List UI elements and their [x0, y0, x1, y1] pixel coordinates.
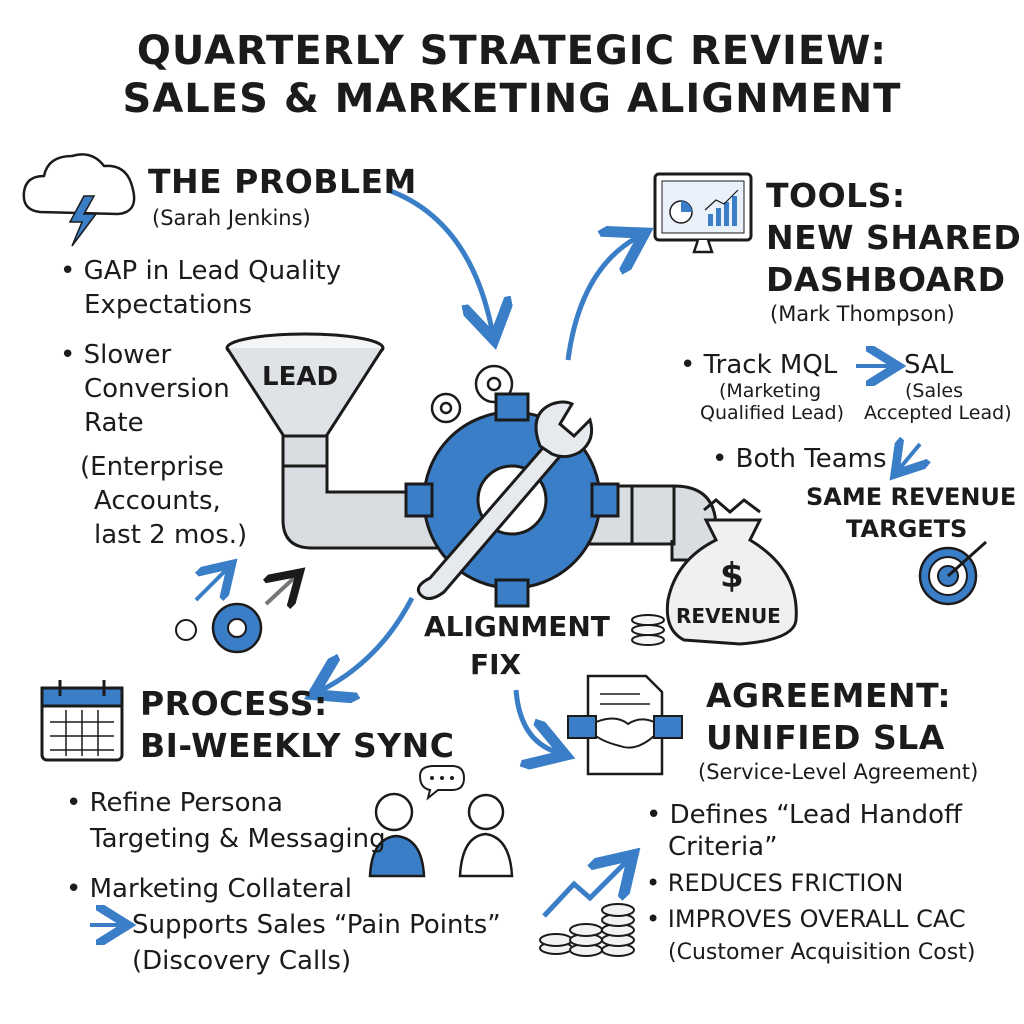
- both-teams-arrow: [900, 444, 920, 468]
- funnel-icon: [225, 332, 385, 468]
- people-chat-icon: [368, 765, 514, 878]
- problem-bullet-1-line-2: Expectations: [84, 290, 253, 320]
- title-line-2: SALES & MARKETING ALIGNMENT: [122, 76, 902, 122]
- problem-bullet-2-line-2: Conversion: [84, 374, 230, 404]
- process-bullet-1-line-1: • Refine Persona: [66, 788, 283, 818]
- problem-bullet-2-line-6: last 2 mos.): [94, 520, 248, 550]
- agreement-bullet-1-line-2: Criteria”: [668, 832, 778, 862]
- process-heading-line-2: BI-WEEKLY SYNC: [140, 726, 455, 765]
- tools-heading-line-1: TOOLS:: [766, 176, 906, 215]
- tools-heading-line-3: DASHBOARD: [766, 260, 1006, 299]
- title-line-1: QUARTERLY STRATEGIC REVIEW:: [136, 28, 888, 74]
- agreement-bullet-3-line-1: • IMPROVES OVERALL CAC: [646, 905, 966, 933]
- problem-bullet-2-line-5: Accounts,: [94, 486, 221, 516]
- arrow-fix-to-agreement: [513, 689, 556, 752]
- target-icon: [918, 540, 988, 606]
- monitor-chart-icon: [653, 172, 753, 254]
- gear-icon: [175, 602, 263, 654]
- money-bag-icon: [631, 498, 798, 646]
- agreement-bullet-3-line-2: (Customer Acquisition Cost): [668, 940, 976, 965]
- agreement-bullet-1-line-1: • Defines “Lead Handoff: [646, 800, 962, 830]
- calendar-icon: [40, 680, 124, 762]
- growth-coins-icon: [539, 862, 634, 957]
- tools-both-teams: • Both Teams: [712, 444, 887, 474]
- storm-cloud-icon: [22, 153, 136, 247]
- bag-dollar-symbol: $: [720, 556, 744, 596]
- fix-label-line-1: ALIGNMENT: [424, 610, 610, 643]
- process-bullet-2-line-1: • Marketing Collateral: [66, 874, 352, 904]
- tools-targets-line-1: SAME REVENUE: [806, 483, 1017, 511]
- problem-bullet-1-line-1: • GAP in Lead Quality: [60, 256, 342, 286]
- growth-arrow-gray: [266, 578, 294, 604]
- tools-heading-line-2: NEW SHARED: [766, 218, 1022, 257]
- agreement-heading-line-2: UNIFIED SLA: [706, 718, 945, 757]
- agreement-heading-line-1: AGREEMENT:: [706, 676, 952, 715]
- arrow-fix-to-process: [322, 596, 415, 690]
- funnel-label: LEAD: [262, 362, 339, 392]
- arrow-problem-to-fix: [387, 187, 492, 330]
- gear-icon: [430, 364, 514, 424]
- agreement-bullet-2: • REDUCES FRICTION: [646, 869, 904, 897]
- tools-owner: (Mark Thompson): [770, 302, 955, 326]
- bag-label: REVENUE: [676, 604, 781, 628]
- arrow-fix-to-tools: [565, 238, 636, 361]
- handshake-icon: [567, 674, 683, 776]
- problem-owner: (Sarah Jenkins): [152, 206, 311, 230]
- wrench-icon: [416, 400, 594, 600]
- problem-bullet-2-line-1: • Slower: [60, 340, 172, 370]
- problem-bullet-2-line-3: Rate: [84, 408, 144, 438]
- tools-mql-note-2: Qualified Lead): [700, 402, 845, 424]
- process-bullet-2-line-2: Supports Sales “Pain Points”: [132, 910, 501, 940]
- problem-bullet-2-line-4: (Enterprise: [80, 452, 224, 482]
- process-bullet-1-line-2: Targeting & Messaging: [90, 824, 386, 854]
- tools-mql-note-1: (Marketing: [718, 380, 822, 402]
- agreement-sub: (Service-Level Agreement): [698, 760, 979, 784]
- process-heading-line-1: PROCESS:: [140, 684, 328, 723]
- fix-label-line-2: FIX: [470, 648, 522, 681]
- tools-sal: SAL: [904, 350, 954, 380]
- growth-arrow-blue: [194, 570, 226, 602]
- problem-heading: THE PROBLEM: [148, 162, 417, 201]
- tools-sal-note-2: Accepted Lead): [864, 402, 1012, 424]
- tools-track-mql: • Track MQL: [680, 350, 838, 380]
- tools-targets-line-2: TARGETS: [846, 515, 968, 543]
- process-bullet-2-line-3: (Discovery Calls): [132, 946, 352, 976]
- tools-sal-note-1: (Sales: [905, 380, 963, 402]
